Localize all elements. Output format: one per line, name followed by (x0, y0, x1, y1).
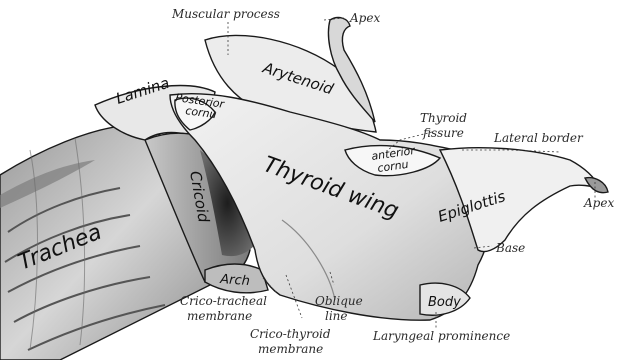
label-base: Base (495, 241, 525, 255)
label-lateral-border: Lateral border (493, 131, 584, 145)
label-muscular-process: Muscular process (171, 7, 280, 21)
label-apex-top: Apex (349, 11, 380, 25)
label-crico-thyroid-1: Crico-thyroid (250, 327, 331, 341)
label-thyroid-fissure-1: Thyroid (420, 111, 467, 125)
label-thyroid-fissure-2: fissure (422, 126, 464, 140)
label-crico-tracheal-2: membrane (187, 309, 252, 323)
label-body: Body (428, 295, 461, 310)
label-crico-tracheal-1: Crico-tracheal (180, 294, 267, 308)
label-crico-thyroid-2: membrane (258, 342, 323, 356)
label-apex-right: Apex (583, 196, 614, 210)
label-oblique-line-1: Oblique (315, 294, 363, 308)
label-laryngeal-prominence: Laryngeal prominence (372, 329, 510, 343)
label-arch: Arch (219, 272, 251, 289)
label-oblique-line-2: line (325, 309, 348, 323)
